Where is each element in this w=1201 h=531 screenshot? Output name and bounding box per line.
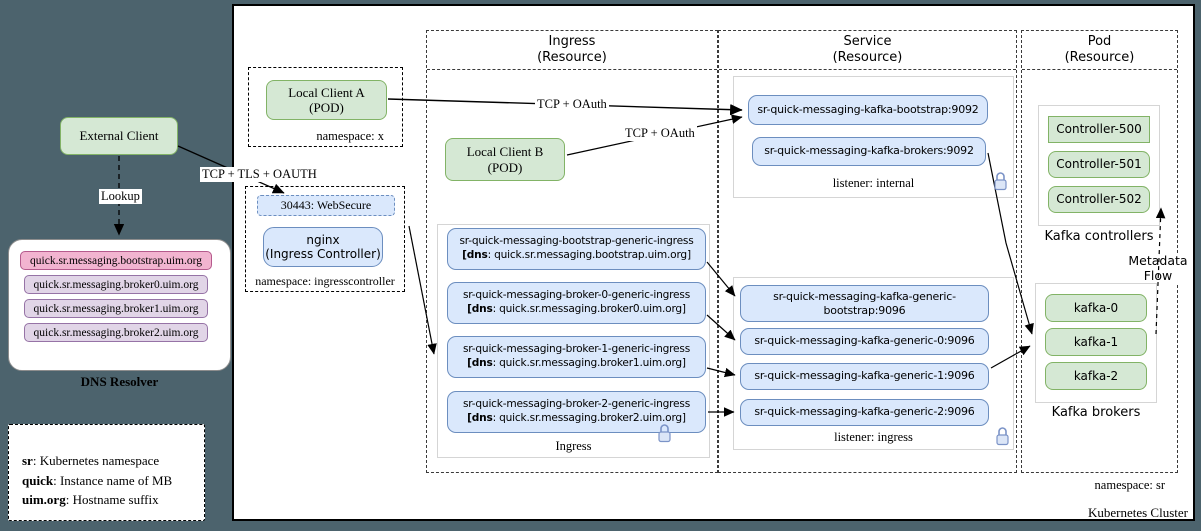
metadata-flow-label: Metadata Flow bbox=[1126, 253, 1190, 283]
tcp-oauth-edge-label-a: TCP + OAuth bbox=[535, 97, 609, 112]
pod-label: kafka-1 bbox=[1073, 334, 1119, 349]
external-client-label: External Client bbox=[79, 128, 159, 144]
kubernetes-cluster-title: Kubernetes Cluster bbox=[1087, 505, 1188, 520]
namespace-ingresscontroller-box: namespace: ingresscontroller bbox=[245, 186, 405, 292]
service-label: sr-quick-messaging-kafka-generic-2:9096 bbox=[754, 405, 975, 419]
ingress-group-label: Ingress bbox=[555, 439, 592, 453]
kafka-brokers-label: Kafka brokers bbox=[1051, 405, 1141, 420]
dns-entry-broker0: quick.sr.messaging.broker0.uim.org bbox=[24, 275, 208, 294]
legend-line-uimorg: uim.org: Hostname suffix bbox=[22, 492, 159, 507]
nginx-ingress-controller-node: nginx (Ingress Controller) bbox=[263, 227, 383, 267]
dns-entry-bootstrap: quick.sr.messaging.bootstrap.uim.org bbox=[20, 251, 212, 270]
ingress-item-name: sr-quick-messaging-broker-2-generic-ingr… bbox=[462, 398, 691, 411]
kafka-0-pod: kafka-0 bbox=[1045, 294, 1147, 322]
listener-ingress-label: listener: ingress bbox=[834, 430, 913, 444]
nodeport-websecure: 30443: WebSecure bbox=[257, 195, 395, 216]
service-kafka-generic-bootstrap-9096: sr-quick-messaging-kafka-generic-bootstr… bbox=[740, 285, 989, 322]
ingress-item-broker-0: sr-quick-messaging-broker-0-generic-ingr… bbox=[447, 282, 706, 324]
dns-entry-broker1: quick.sr.messaging.broker1.uim.org bbox=[24, 299, 208, 318]
pod-label: kafka-0 bbox=[1073, 300, 1119, 315]
pod-label: Controller-501 bbox=[1056, 157, 1142, 172]
lock-icon bbox=[996, 427, 1009, 446]
service-label: sr-quick-messaging-kafka-generic-1:9096 bbox=[754, 369, 975, 383]
lock-icon bbox=[658, 424, 671, 443]
service-kafka-generic-0-9096: sr-quick-messaging-kafka-generic-0:9096 bbox=[740, 328, 989, 355]
local-client-b-line1: Local Client B bbox=[466, 144, 544, 160]
dns-entry-label: quick.sr.messaging.broker0.uim.org bbox=[33, 278, 199, 291]
nginx-label: nginx bbox=[306, 232, 340, 247]
local-client-a-line2: (POD) bbox=[309, 100, 344, 115]
tcp-tls-oauth-edge-label: TCP + TLS + OAUTH bbox=[200, 167, 319, 182]
dns-entry-label: quick.sr.messaging.broker1.uim.org bbox=[33, 302, 199, 315]
listener-internal-label: listener: internal bbox=[832, 176, 915, 190]
dns-resolver-title: DNS Resolver bbox=[8, 374, 231, 390]
kafka-2-pod: kafka-2 bbox=[1045, 362, 1147, 390]
ingress-item-dns: [dns: quick.sr.messaging.bootstrap.uim.o… bbox=[462, 249, 691, 261]
service-kafka-bootstrap-9092: sr-quick-messaging-kafka-bootstrap:9092 bbox=[748, 95, 988, 125]
ingress-item-dns: [dns: quick.sr.messaging.broker1.uim.org… bbox=[467, 357, 686, 369]
controller-501-pod: Controller-501 bbox=[1048, 151, 1150, 178]
ingress-column-header: Ingress (Resource) bbox=[427, 31, 717, 70]
local-client-b-node: Local Client B (POD) bbox=[445, 138, 565, 181]
service-kafka-generic-2-9096: sr-quick-messaging-kafka-generic-2:9096 bbox=[740, 399, 989, 426]
service-column-header: Service (Resource) bbox=[719, 31, 1016, 70]
legend-box: sr: Kubernetes namespace quick: Instance… bbox=[8, 424, 205, 521]
service-label: sr-quick-messaging-kafka-brokers:9092 bbox=[764, 144, 974, 158]
lock-icon bbox=[994, 172, 1007, 191]
service-label: sr-quick-messaging-kafka-bootstrap:9092 bbox=[757, 102, 979, 116]
dns-entry-broker2: quick.sr.messaging.broker2.uim.org bbox=[24, 323, 208, 342]
pod-column-header: Pod (Resource) bbox=[1022, 31, 1177, 70]
ingress-item-name: sr-quick-messaging-broker-1-generic-ingr… bbox=[462, 343, 691, 356]
dns-resolver-title-text: DNS Resolver bbox=[80, 374, 159, 389]
ingress-item-bootstrap: sr-quick-messaging-bootstrap-generic-ing… bbox=[447, 228, 706, 270]
external-client-node: External Client bbox=[60, 117, 178, 155]
service-label: sr-quick-messaging-kafka-generic-0:9096 bbox=[754, 334, 975, 348]
controller-502-pod: Controller-502 bbox=[1048, 186, 1150, 213]
service-kafka-brokers-9092: sr-quick-messaging-kafka-brokers:9092 bbox=[752, 137, 986, 166]
namespace-sr-label: namespace: sr bbox=[1094, 478, 1165, 492]
tcp-oauth-edge-label-b: TCP + OAuth bbox=[623, 126, 697, 141]
service-label: sr-quick-messaging-kafka-generic-bootstr… bbox=[773, 289, 956, 317]
ingress-item-dns: [dns: quick.sr.messaging.broker0.uim.org… bbox=[467, 303, 686, 315]
local-client-a-node: Local Client A (POD) bbox=[266, 80, 387, 120]
namespace-ingresscontroller-label: namespace: ingresscontroller bbox=[255, 274, 395, 288]
service-kafka-generic-1-9096: sr-quick-messaging-kafka-generic-1:9096 bbox=[740, 363, 989, 390]
kafka-controllers-label: Kafka controllers bbox=[1044, 229, 1154, 244]
pod-label: Controller-502 bbox=[1056, 192, 1142, 207]
local-client-b-line2: (POD) bbox=[487, 159, 523, 175]
dns-entry-label: quick.sr.messaging.bootstrap.uim.org bbox=[30, 254, 202, 267]
legend-line-sr: sr: Kubernetes namespace bbox=[22, 453, 160, 468]
ingress-item-dns: [dns: quick.sr.messaging.broker2.uim.org… bbox=[467, 412, 686, 424]
local-client-a-line1: Local Client A bbox=[288, 84, 365, 100]
pod-label: kafka-2 bbox=[1073, 368, 1119, 383]
legend-line-quick: quick: Instance name of MB bbox=[22, 472, 173, 488]
namespace-x-label: namespace: x bbox=[316, 129, 384, 143]
lookup-edge-label: Lookup bbox=[99, 189, 142, 204]
nodeport-websecure-label: 30443: WebSecure bbox=[280, 198, 372, 213]
ingress-item-name: sr-quick-messaging-bootstrap-generic-ing… bbox=[459, 235, 694, 248]
dns-entry-label: quick.sr.messaging.broker2.uim.org bbox=[33, 326, 199, 339]
ingress-item-name: sr-quick-messaging-broker-0-generic-ingr… bbox=[462, 289, 691, 302]
kafka-1-pod: kafka-1 bbox=[1045, 328, 1147, 356]
controller-500-pod: Controller-500 bbox=[1048, 116, 1150, 143]
ingress-controller-label: (Ingress Controller) bbox=[265, 247, 381, 261]
ingress-item-broker-1: sr-quick-messaging-broker-1-generic-ingr… bbox=[447, 336, 706, 378]
ingress-item-broker-2: sr-quick-messaging-broker-2-generic-ingr… bbox=[447, 391, 706, 433]
pod-label: Controller-500 bbox=[1056, 122, 1142, 137]
